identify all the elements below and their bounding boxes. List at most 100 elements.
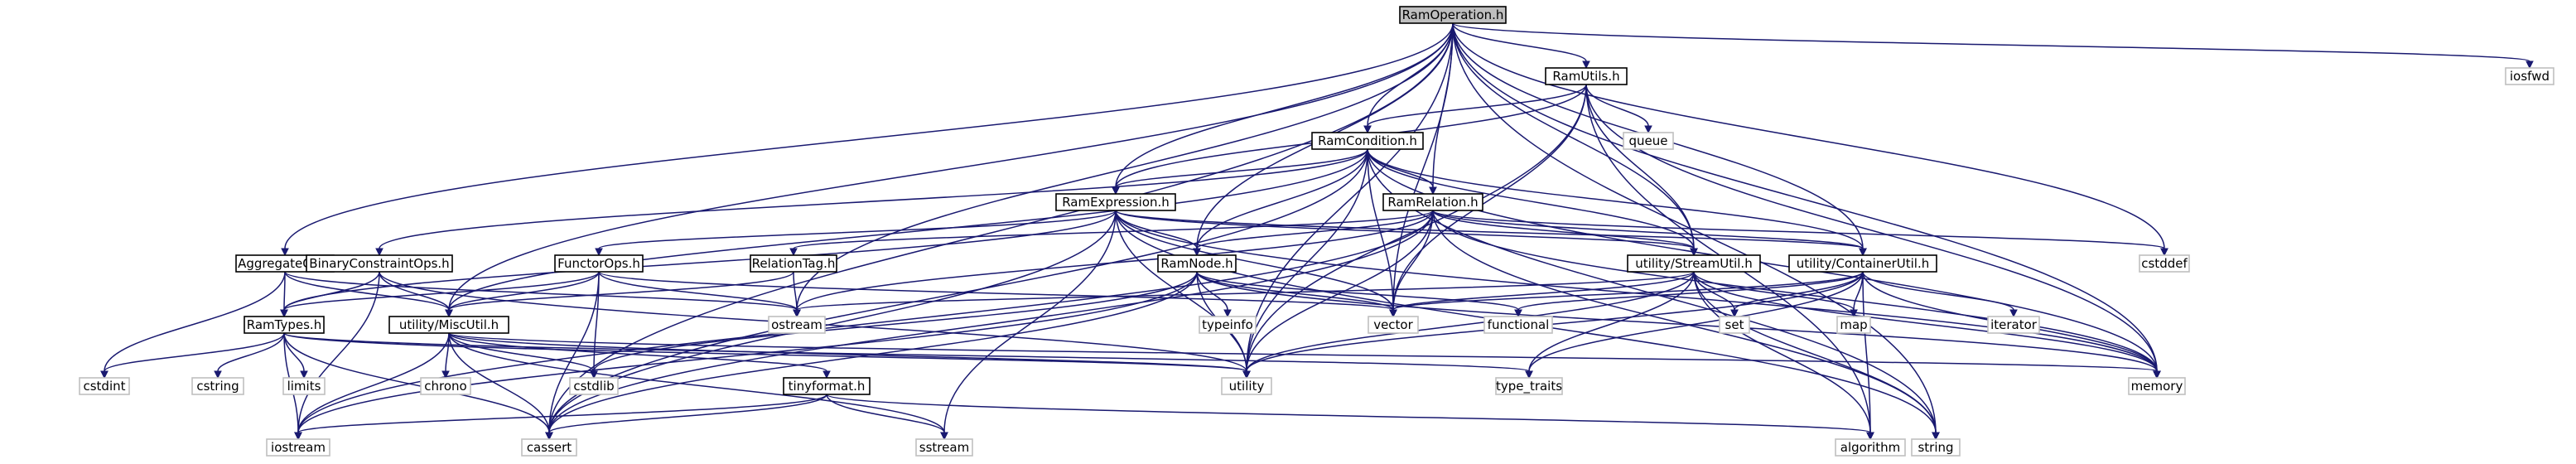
- node-cstring[interactable]: cstring: [191, 377, 244, 395]
- node-box: [915, 438, 973, 457]
- edge-relationtag-to-miscutil: [445, 271, 794, 318]
- edge-line: [448, 271, 794, 311]
- edge-ramoperation-to-ramutils: [1452, 22, 1590, 70]
- node-type_traits[interactable]: type_traits: [1495, 377, 1563, 395]
- edge-line: [1693, 271, 1855, 311]
- node-cassert[interactable]: cassert: [521, 438, 577, 457]
- node-ramoperation[interactable]: RamOperation.h: [1399, 6, 1507, 24]
- edge-line: [1452, 22, 2158, 372]
- edge-arrowhead: [1242, 370, 1251, 379]
- node-containerutil[interactable]: utility/ContainerUtil.h: [1788, 254, 1937, 273]
- node-box: [282, 377, 326, 395]
- edge-line: [1585, 84, 2158, 372]
- edge-line: [1367, 148, 2158, 372]
- node-box: [1835, 438, 1906, 457]
- edge-arrowhead: [375, 248, 384, 257]
- node-functorops[interactable]: FunctorOps.h: [554, 254, 644, 273]
- node-map[interactable]: map: [1836, 316, 1871, 334]
- node-ostream[interactable]: ostream: [768, 316, 826, 334]
- edge-ramoperation-to-ramexpression: [1112, 22, 1454, 196]
- edge-line: [1528, 271, 1864, 372]
- edge-line: [1367, 148, 1937, 433]
- edge-line: [1115, 22, 1454, 188]
- edge-ramrelation-to-containerutil: [1432, 210, 1867, 257]
- node-box: [1627, 254, 1761, 273]
- edge-ramexpression-to-sstream: [940, 210, 1117, 441]
- edge-line: [1585, 84, 1695, 249]
- edge-line: [448, 332, 550, 433]
- node-limits[interactable]: limits: [282, 377, 326, 395]
- edge-arrowhead: [1730, 309, 1739, 318]
- node-queue[interactable]: queue: [1623, 132, 1674, 150]
- node-ramtypes[interactable]: RamTypes.h: [244, 316, 325, 334]
- node-iterator[interactable]: iterator: [1987, 316, 2040, 334]
- edge-line: [598, 271, 1394, 311]
- node-ramexpression[interactable]: RamExpression.h: [1055, 193, 1176, 211]
- edge-ramtypes-to-cstdint: [100, 332, 285, 379]
- node-label: sstream: [919, 440, 969, 455]
- edge-arrowhead: [214, 370, 222, 379]
- edge-line: [826, 394, 945, 433]
- edge-ramnode-to-typeinfo: [1196, 271, 1232, 318]
- node-ramnode[interactable]: RamNode.h: [1157, 254, 1237, 273]
- node-vector[interactable]: vector: [1368, 316, 1419, 334]
- node-box: [1483, 316, 1553, 334]
- edge-line: [548, 271, 600, 433]
- edge-arrowhead: [789, 248, 798, 257]
- edge-arrowhead: [1850, 309, 1858, 318]
- edge-line: [1196, 271, 2158, 372]
- node-box: [420, 377, 471, 395]
- node-box: [750, 254, 837, 273]
- node-miscutil[interactable]: utility/MiscUtil.h: [388, 316, 509, 334]
- node-iostream[interactable]: iostream: [266, 438, 330, 457]
- edge-line: [793, 210, 1434, 249]
- node-memory[interactable]: memory: [2128, 377, 2186, 395]
- edges-layer: [100, 22, 2534, 441]
- node-typeinfo[interactable]: typeinfo: [1199, 316, 1257, 334]
- node-label: limits: [287, 379, 321, 394]
- edge-line: [598, 271, 798, 311]
- node-binaryconstraintops[interactable]: BinaryConstraintOps.h: [306, 254, 453, 273]
- edge-ramutils-to-queue: [1585, 84, 1652, 134]
- edge-line: [448, 332, 945, 433]
- edge-arrowhead: [2153, 370, 2161, 379]
- edge-ramoperation-to-iosfwd: [1452, 22, 2534, 70]
- node-functional[interactable]: functional: [1483, 316, 1553, 334]
- node-algorithm[interactable]: algorithm: [1835, 438, 1906, 457]
- edge-line: [1432, 210, 2165, 249]
- edge-line: [297, 332, 450, 433]
- edge-line: [1196, 271, 1519, 311]
- edge-ramrelation-to-relationtag: [789, 210, 1434, 257]
- edge-arrowhead: [1690, 248, 1698, 257]
- node-label: iterator: [1990, 317, 2038, 332]
- node-streamutil[interactable]: utility/StreamUtil.h: [1627, 254, 1761, 273]
- edge-ramrelation-to-cstddef: [1432, 210, 2168, 257]
- edge-arrowhead: [2009, 309, 2018, 318]
- edge-line: [1585, 84, 1649, 127]
- node-iosfwd[interactable]: iosfwd: [2505, 67, 2554, 85]
- edge-arrowhead: [595, 248, 603, 257]
- node-ramutils[interactable]: RamUtils.h: [1545, 67, 1628, 85]
- node-chrono[interactable]: chrono: [420, 377, 471, 395]
- node-ramrelation[interactable]: RamRelation.h: [1382, 193, 1483, 211]
- node-tinyformat[interactable]: tinyformat.h: [783, 377, 871, 395]
- edge-functorops-to-ramtypes: [280, 271, 600, 318]
- node-relationtag[interactable]: RelationTag.h: [750, 254, 837, 273]
- node-sstream[interactable]: sstream: [915, 438, 973, 457]
- edge-arrowhead: [1363, 125, 1372, 134]
- node-ramcondition[interactable]: RamCondition.h: [1311, 132, 1424, 150]
- edge-line: [826, 394, 1871, 433]
- node-cstdint[interactable]: cstdint: [79, 377, 130, 395]
- node-utility[interactable]: utility: [1221, 377, 1272, 395]
- node-box: [1545, 67, 1628, 85]
- node-string[interactable]: string: [1911, 438, 1961, 457]
- node-cstddef[interactable]: cstddef: [2139, 254, 2190, 273]
- edge-line: [448, 148, 1368, 311]
- node-label: cstdlib: [573, 379, 614, 394]
- edge-ramoperation-to-ramrelation: [1429, 22, 1454, 196]
- edge-line: [1452, 22, 1587, 62]
- node-cstdlib[interactable]: cstdlib: [569, 377, 619, 395]
- node-set[interactable]: set: [1719, 316, 1750, 334]
- edge-arrowhead: [1525, 370, 1533, 379]
